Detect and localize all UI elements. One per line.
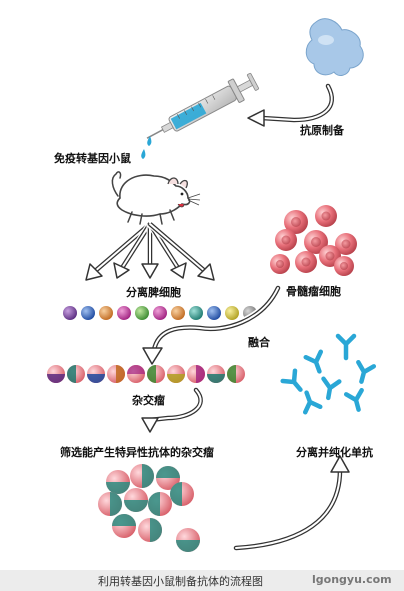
label-hybridoma: 杂交瘤 [132,394,165,407]
hybridoma-cells-row [47,365,245,383]
spleen-cells-row [63,306,257,320]
label-fusion: 融合 [248,336,270,349]
arrow-cluster-to-antibodies [232,455,350,552]
label-isolate-spleen-cells: 分离脾细胞 [126,286,181,299]
figure-caption: 利用转基因小鼠制备抗体的流程图 [98,575,263,588]
arrows-mouse-to-spleen [85,221,215,281]
arrow-fusion [142,284,282,365]
arrow-antigen-to-syringe [247,82,336,127]
label-immunized-mouse: 免疫转基因小鼠 [54,152,131,165]
label-antigen-prep: 抗原制备 [300,124,344,137]
antibody-icon [280,333,377,415]
syringe-icon [141,72,260,159]
label-myeloma-cells: 骨髓瘤细胞 [286,285,341,298]
mouse-icon [111,171,201,225]
myeloma-cells [270,205,357,276]
selected-hybridoma-cluster [98,464,200,552]
caption-bar [0,570,404,591]
antigen-blob-icon [305,18,364,76]
label-isolate-purify-mab: 分离并纯化单抗 [296,446,373,459]
watermark: lgongyu.com [312,573,392,586]
label-screen-hybridoma: 筛选能产生特异性抗体的杂交瘤 [60,446,214,459]
arrow-hybridoma-to-screen [141,386,205,433]
